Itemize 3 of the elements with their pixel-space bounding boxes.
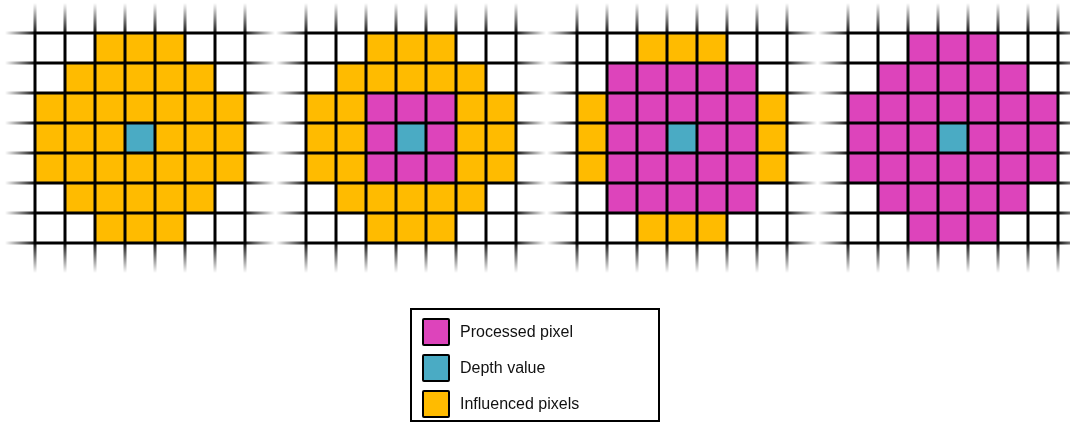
legend-label: Depth value [460,359,546,377]
legend-label: Influenced pixels [460,395,580,413]
legend-label: Processed pixel [460,323,573,341]
